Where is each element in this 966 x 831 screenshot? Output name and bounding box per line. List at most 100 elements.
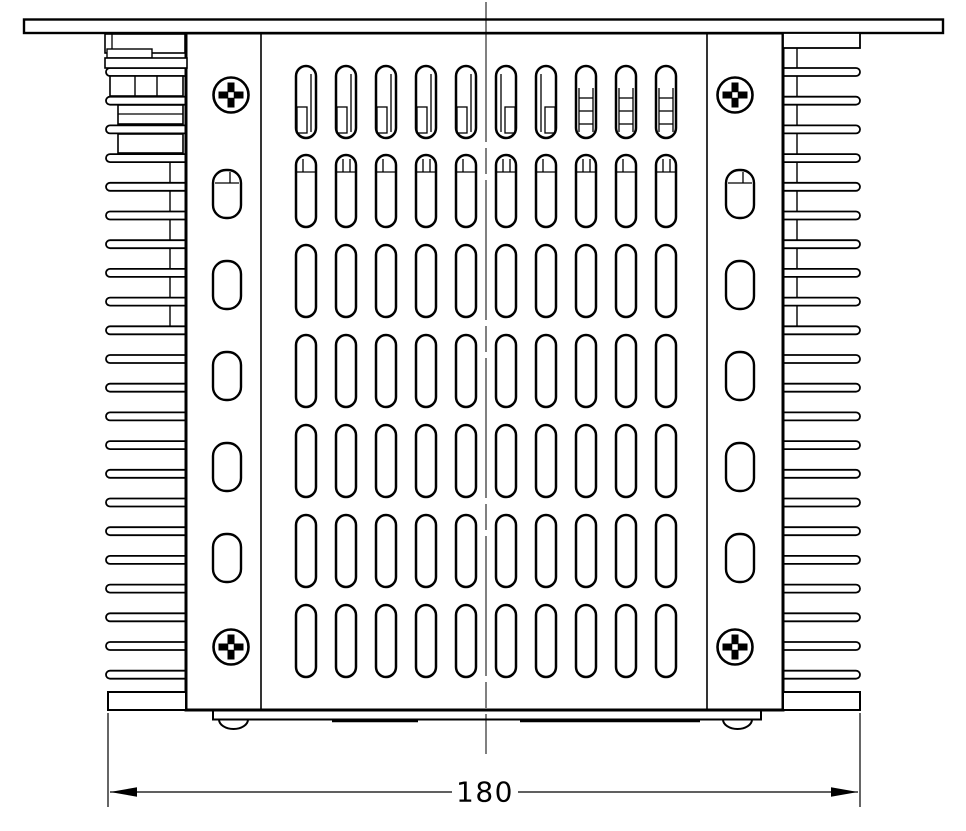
fin [783, 124, 861, 135]
vent-slot [614, 153, 638, 229]
rail-slot [211, 350, 243, 402]
vent-slot [414, 153, 438, 229]
vent-slot [294, 423, 318, 499]
terminal-strip-top [106, 48, 153, 59]
rail-slot [211, 168, 243, 220]
vent-slot [534, 64, 558, 140]
vent-slot [654, 64, 678, 140]
vent-slot [494, 423, 518, 499]
vent-internal [504, 106, 516, 134]
vent-slot [294, 603, 318, 679]
top-mounting-plate [22, 18, 945, 35]
vent-slot [374, 243, 398, 319]
vent-slot [334, 243, 358, 319]
fin [105, 497, 186, 508]
vent-slot [334, 423, 358, 499]
rail-slot [211, 259, 243, 311]
vent-slot [534, 153, 558, 229]
fin [105, 354, 186, 364]
fin [105, 641, 186, 651]
fin [105, 153, 186, 163]
fin [105, 669, 186, 680]
fin [105, 268, 186, 278]
vent-internal [456, 106, 468, 134]
fin [105, 181, 186, 192]
phillips-screw [716, 76, 754, 114]
fin [105, 382, 186, 393]
screw-cross-center [228, 644, 234, 650]
heatsink-fins-left [105, 67, 186, 680]
phillips-screw [212, 628, 250, 666]
vent-slot [574, 603, 598, 679]
vent-slot [454, 333, 478, 409]
vent-slot [454, 153, 478, 229]
vent-slot [654, 153, 678, 229]
vent-slot [614, 243, 638, 319]
screw-cross-center [732, 92, 738, 98]
vent-slot [294, 64, 318, 140]
vent-slot [494, 243, 518, 319]
phillips-screw [212, 76, 250, 114]
foot-right [721, 718, 754, 730]
dimension-label: 180 [456, 776, 514, 809]
rail-slot [724, 168, 756, 220]
vent-slot [454, 243, 478, 319]
fin [105, 526, 186, 537]
vent-slot [654, 333, 678, 409]
vent-slot [654, 423, 678, 499]
vent-slot [414, 64, 438, 140]
vent-slot [334, 64, 358, 140]
vent-slot [414, 603, 438, 679]
fin [783, 239, 861, 250]
vent-slot [374, 603, 398, 679]
vent-slot [654, 243, 678, 319]
fin [783, 583, 861, 594]
vent-slot [374, 513, 398, 589]
vent-slot [294, 243, 318, 319]
vent-slot [414, 423, 438, 499]
vent-slot [574, 513, 598, 589]
heatsink-fins-right [783, 48, 861, 680]
mounting-screws [212, 76, 754, 666]
vent-internal [544, 106, 556, 134]
vent-slot [294, 333, 318, 409]
rail-slot-holes [211, 168, 756, 584]
dimension-annotation: 180 [107, 713, 861, 809]
terminal-strip-band [104, 57, 188, 69]
vent-slot [614, 513, 638, 589]
vent-slot [414, 513, 438, 589]
base-plate [212, 709, 762, 721]
foot-left [217, 718, 250, 730]
screw-cross-center [228, 92, 234, 98]
vent-slot [534, 603, 558, 679]
vent-slot [574, 153, 598, 229]
rail-slot [724, 259, 756, 311]
fin [105, 239, 186, 250]
vent-slot [374, 153, 398, 229]
vent-slot [494, 603, 518, 679]
fin [783, 325, 861, 336]
vent-internal [416, 106, 428, 134]
vent-slot [294, 153, 318, 229]
vent-slot [534, 423, 558, 499]
fin [783, 526, 861, 537]
fin [783, 153, 861, 163]
vent-slot [494, 153, 518, 229]
vent-slot [414, 333, 438, 409]
screw-cross-center [732, 644, 738, 650]
vent-slot [494, 64, 518, 140]
vent-slot [494, 333, 518, 409]
vent-slot [334, 513, 358, 589]
vent-internal [336, 106, 348, 134]
vent-slot [454, 64, 478, 140]
fin [105, 95, 186, 106]
fin [783, 440, 861, 450]
vent-slot [414, 243, 438, 319]
terminal-block-detail [104, 33, 188, 154]
vent-slot [574, 64, 598, 140]
top-flange-right [782, 32, 861, 49]
vent-internal [376, 106, 388, 134]
vent-slot [294, 513, 318, 589]
vent-slot [574, 333, 598, 409]
